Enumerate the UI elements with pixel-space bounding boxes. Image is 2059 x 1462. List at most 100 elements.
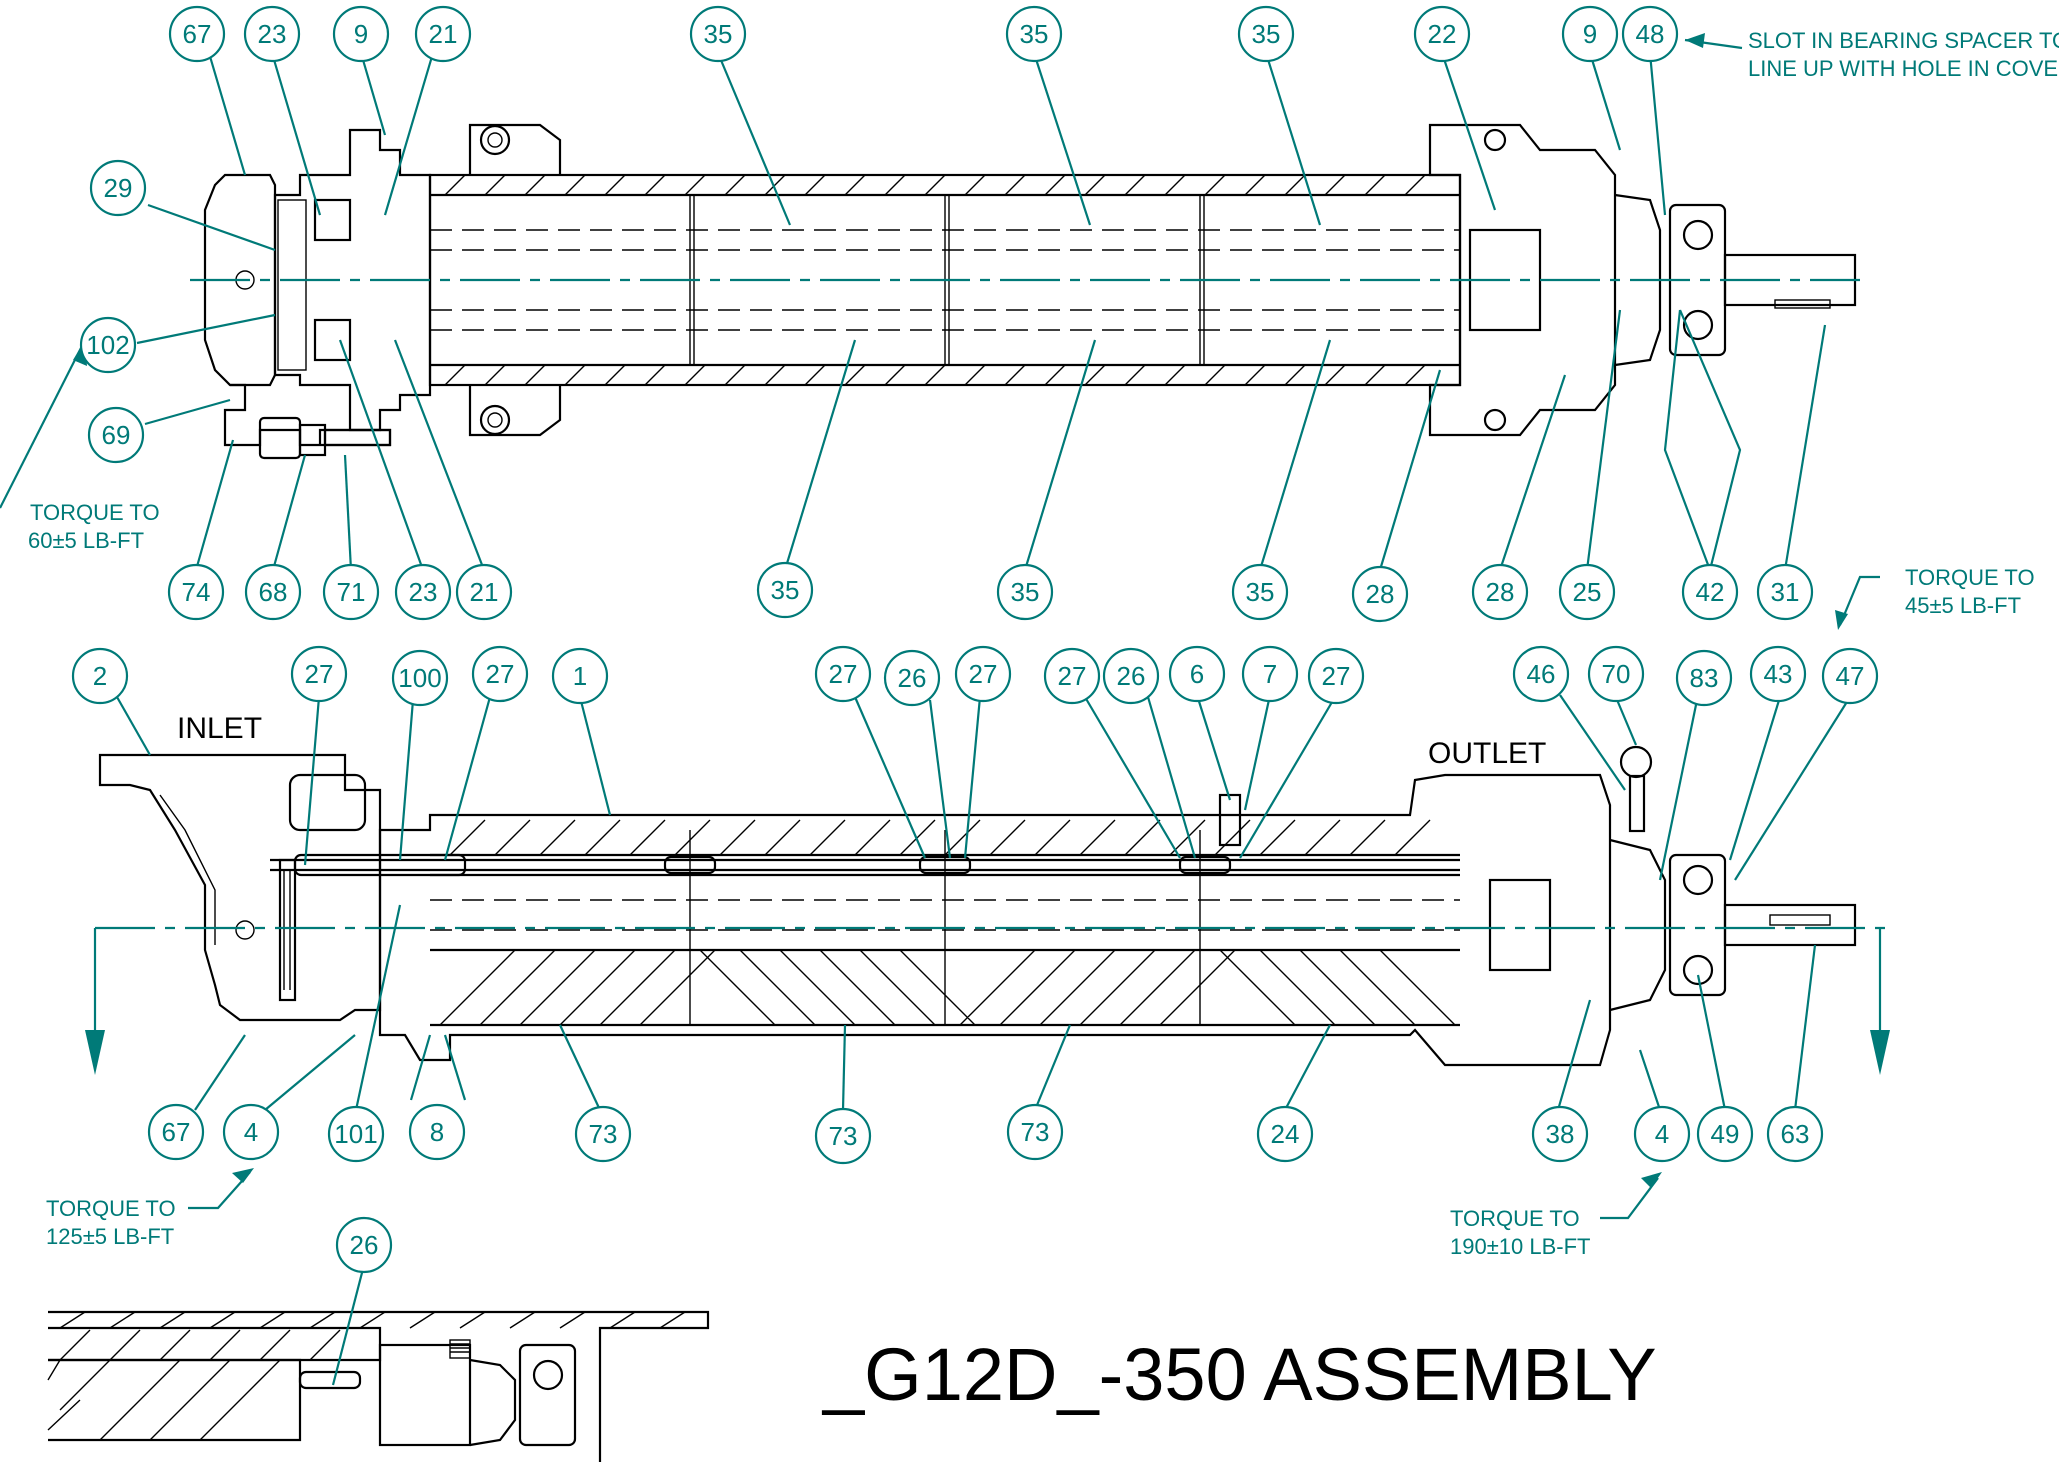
section-outlet-bearing (1488, 878, 1552, 972)
callout-number: 6 (1190, 659, 1204, 689)
callout-number: 23 (409, 577, 438, 607)
note-torque125-line1: TORQUE TO (46, 1196, 176, 1221)
callout-number: 67 (183, 19, 212, 49)
set-screw (1218, 793, 1242, 847)
callout-number: 43 (1764, 659, 1793, 689)
section-hatch-top (449, 819, 1431, 856)
section-view-leaders (116, 575, 1880, 1220)
section-hatch-bottom (439, 949, 1456, 1026)
callout-balloon-1: 1 (551, 647, 609, 705)
callout-number: 28 (1366, 579, 1395, 609)
callout-balloon-73: 73 (574, 1105, 632, 1163)
callout-number: 27 (486, 659, 515, 689)
callout-balloon-26: 26 (1102, 647, 1160, 705)
top-view-leaders (0, 33, 1827, 571)
callout-number: 1 (573, 661, 587, 691)
callout-number: 25 (1573, 577, 1602, 607)
callout-number: 68 (259, 577, 288, 607)
callout-balloon-67: 67 (147, 1103, 205, 1161)
callout-number: 102 (86, 330, 129, 360)
callout-number: 35 (704, 19, 733, 49)
callout-number: 101 (334, 1119, 377, 1149)
callout-balloon-24: 24 (1256, 1105, 1314, 1163)
callout-number: 100 (398, 663, 441, 693)
callout-number: 42 (1696, 577, 1725, 607)
callout-balloon-27: 27 (1043, 647, 1101, 705)
callout-balloon-43: 43 (1749, 645, 1807, 703)
callout-balloon-70: 70 (1587, 645, 1645, 703)
callout-balloon-73: 73 (1006, 1103, 1064, 1161)
note-torque190-line1: TORQUE TO (1450, 1206, 1580, 1231)
callout-number: 27 (829, 659, 858, 689)
callout-number: 67 (162, 1117, 191, 1147)
callout-number: 71 (337, 577, 366, 607)
notes: SLOT IN BEARING SPACER TO LINE UP WITH H… (28, 28, 2059, 1259)
callout-number: 24 (1271, 1119, 1300, 1149)
callout-balloon-27: 27 (290, 645, 348, 703)
callout-number: 9 (354, 19, 368, 49)
note-torque60-line2: 60±5 LB-FT (28, 528, 144, 553)
callout-number: 31 (1771, 577, 1800, 607)
callout-balloon-23: 23 (394, 563, 452, 621)
section-drive-shaft (1723, 903, 1857, 947)
callout-number: 26 (898, 663, 927, 693)
callout-balloon-9: 9 (1561, 5, 1619, 63)
callout-balloon-8: 8 (408, 1103, 466, 1161)
callout-number: 74 (182, 577, 211, 607)
detail-dowel (298, 1370, 362, 1390)
seal-plate (277, 199, 307, 371)
grease-fitting (1619, 745, 1653, 779)
callout-balloon-100: 100 (391, 649, 449, 707)
callout-number: 70 (1602, 659, 1631, 689)
callout-number: 35 (1246, 577, 1275, 607)
callout-balloon-2: 2 (71, 647, 129, 705)
callout-number: 7 (1263, 659, 1277, 689)
callout-balloon-73: 73 (814, 1107, 872, 1165)
detail-view (47, 1310, 710, 1462)
callout-balloon-35: 35 (1237, 5, 1295, 63)
callout-balloon-74: 74 (167, 563, 225, 621)
callout-balloon-21: 21 (414, 5, 472, 63)
callout-balloon-35: 35 (689, 5, 747, 63)
inlet-label: INLET (177, 712, 262, 745)
callout-balloon-31: 31 (1756, 563, 1814, 621)
callout-balloon-101: 101 (327, 1105, 385, 1163)
note-slot-line1: SLOT IN BEARING SPACER TO (1748, 28, 2059, 53)
callout-balloon-83: 83 (1675, 649, 1733, 707)
callout-balloon-35: 35 (1005, 5, 1063, 63)
callout-balloon-71: 71 (322, 563, 380, 621)
callout-balloon-26: 26 (883, 649, 941, 707)
callout-balloon-35: 35 (996, 563, 1054, 621)
callout-balloon-42: 42 (1681, 563, 1739, 621)
bearing-lower (313, 318, 352, 362)
note-torque45-line2: 45±5 LB-FT (1905, 593, 2021, 618)
callout-number: 27 (969, 659, 998, 689)
callout-number: 8 (430, 1117, 444, 1147)
bearing-ball-upper (1682, 219, 1714, 251)
section-view (85, 745, 1890, 1075)
callout-number: 26 (1117, 661, 1146, 691)
callout-number: 35 (1252, 19, 1281, 49)
callout-balloon-29: 29 (89, 159, 147, 217)
callout-number: 2 (93, 661, 107, 691)
callout-balloon-35: 35 (1231, 563, 1289, 621)
note-slot-line2: LINE UP WITH HOLE IN COVER (1748, 56, 2059, 81)
callout-number: 49 (1711, 1119, 1740, 1149)
callout-balloon-27: 27 (954, 645, 1012, 703)
callout-balloon-68: 68 (244, 563, 302, 621)
callout-number: 38 (1546, 1119, 1575, 1149)
inlet-end-cover (203, 173, 277, 387)
callout-number: 27 (305, 659, 334, 689)
callout-balloon-63: 63 (1766, 1105, 1824, 1163)
top-view (190, 123, 1860, 460)
callout-balloon-35: 35 (756, 561, 814, 619)
callout-balloon-28: 28 (1471, 563, 1529, 621)
callout-number: 73 (589, 1119, 618, 1149)
callout-balloon-38: 38 (1531, 1105, 1589, 1163)
callout-balloon-67: 67 (168, 5, 226, 63)
bearing-upper (313, 198, 352, 242)
callout-balloon-27: 27 (814, 645, 872, 703)
callout-balloon-28: 28 (1351, 565, 1409, 623)
callout-balloon-27: 27 (471, 645, 529, 703)
